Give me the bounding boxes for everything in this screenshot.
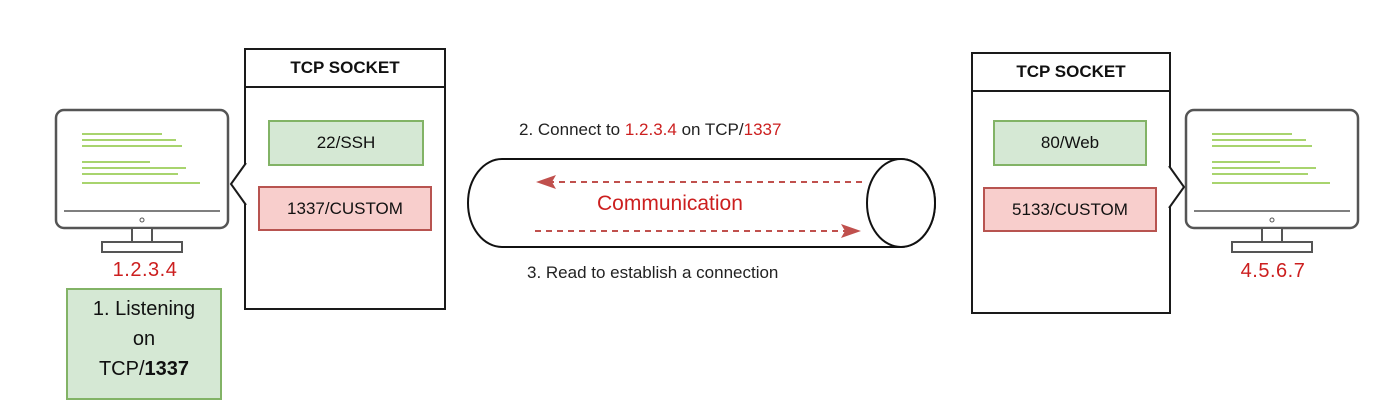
listening-note: 1. Listening on TCP/1337 — [66, 288, 222, 400]
right-monitor-icon — [1184, 108, 1360, 253]
listening-port: 1337 — [144, 358, 190, 380]
step-2-port: 1337 — [743, 120, 782, 139]
right-port-web: 80/Web — [993, 120, 1147, 166]
right-tcp-socket-box: TCP SOCKET 80/Web 5133/CUSTOM — [971, 52, 1171, 314]
left-tcp-socket-box: TCP SOCKET 22/SSH 1337/CUSTOM — [244, 48, 446, 310]
right-port-custom: 5133/CUSTOM — [983, 187, 1157, 232]
arrow-left-icon — [536, 175, 862, 189]
communication-label: Communication — [597, 192, 743, 215]
left-socket-header: TCP SOCKET — [246, 50, 444, 88]
left-monitor-icon — [54, 108, 230, 253]
listening-line-3: TCP/1337 — [68, 354, 220, 384]
right-ip-label: 4.5.6.7 — [1240, 260, 1306, 282]
listening-line-2: on — [132, 328, 156, 350]
right-socket-header: TCP SOCKET — [973, 54, 1169, 92]
arrow-right-icon — [535, 224, 861, 238]
step-2-ip: 1.2.3.4 — [624, 120, 677, 139]
left-port-custom: 1337/CUSTOM — [258, 186, 432, 231]
step-3-caption: 3. Read to establish a connection — [527, 263, 779, 282]
listening-line-1: 1. Listening — [92, 298, 196, 320]
left-port-ssh: 22/SSH — [268, 120, 424, 166]
left-ip-label: 1.2.3.4 — [112, 259, 178, 281]
listening-protocol: TCP/ — [98, 358, 145, 380]
step-2-prefix: 2. Connect to — [519, 120, 625, 139]
step-2-caption: 2. Connect to 1.2.3.4 on TCP/1337 — [519, 120, 781, 140]
step-2-middle: on TCP/ — [676, 120, 744, 139]
